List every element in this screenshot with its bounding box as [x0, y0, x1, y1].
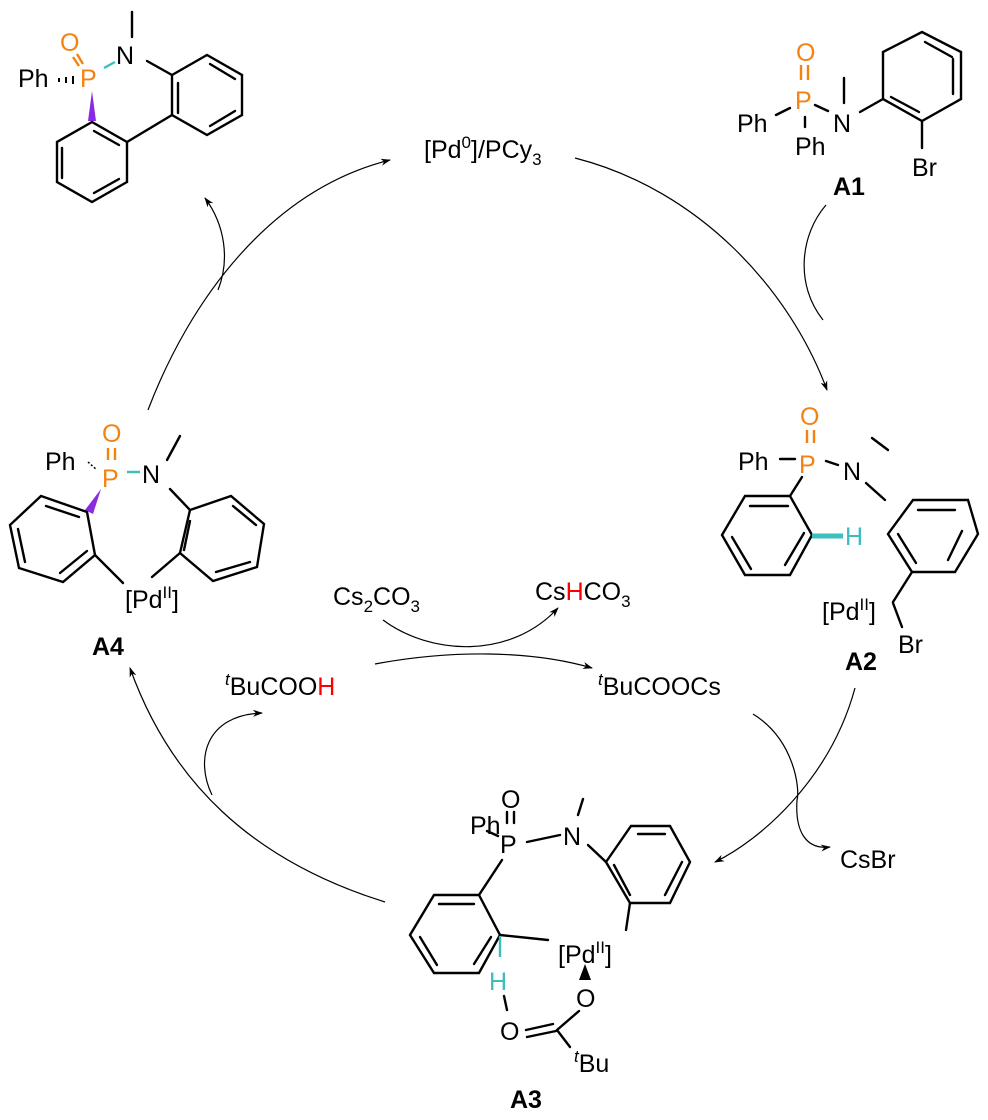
a4-o-label: O	[102, 420, 121, 448]
benzene-ring	[886, 498, 980, 574]
a4-n-label: N	[142, 461, 160, 489]
wedge-bond	[85, 489, 101, 514]
tbucooh-to-tbucoocs-arrow	[374, 653, 593, 669]
a3-tbu-label: tBu	[574, 1047, 609, 1078]
cs2co3-to-cshco3-arrow	[382, 607, 559, 648]
a1-structure: O P Ph Ph N Br A1	[737, 30, 963, 201]
cs2co3-label: Cs2CO3	[333, 583, 420, 616]
a2-p-label: P	[799, 451, 816, 479]
a2-o-label: O	[800, 403, 819, 431]
benzene-ring	[170, 53, 244, 137]
product-structure: Ph P O N	[18, 10, 244, 204]
cshco3-label: CsHCO3	[535, 578, 631, 611]
benzene-ring	[408, 893, 502, 975]
a3-h-label: H	[489, 968, 507, 996]
pn-highlight-bond	[103, 60, 116, 70]
a1-compound-label: A1	[833, 173, 865, 201]
a1-ph2-label: Ph	[795, 133, 826, 161]
benzene-ring	[55, 120, 129, 204]
csbr-release-arrow	[752, 713, 831, 852]
a1-br-label: Br	[912, 154, 937, 182]
cycle-arrow-to-a2	[574, 157, 828, 391]
a3-pd-label: [PdII]	[558, 938, 612, 969]
benzene-ring	[720, 494, 814, 577]
a1-n-label: N	[833, 110, 851, 138]
po-double-bond	[75, 53, 85, 65]
a4-pd-label: [PdII]	[125, 583, 179, 614]
a2-n-label: N	[843, 458, 861, 486]
a2-pd-label: [PdII]	[822, 595, 876, 626]
a1-ph1-label: Ph	[737, 110, 768, 138]
a4-structure: O P Ph N [PdII] A4	[8, 420, 266, 661]
a3-structure: O Ph P N H [PdII] O O	[408, 786, 692, 1114]
benzene-ring	[881, 30, 963, 123]
catalyst-label: [Pd0]/PCy3	[424, 133, 542, 169]
hashed-bond	[87, 461, 98, 471]
a4-compound-label: A4	[92, 633, 124, 661]
a4-p-label: P	[102, 465, 119, 493]
a3-o-label: O	[501, 786, 520, 814]
a2-ph-label: Ph	[738, 448, 769, 476]
benzene-ring	[604, 824, 692, 905]
wedge-bond	[88, 91, 96, 121]
product-n-label: N	[116, 42, 134, 70]
cycle-arrow-to-a4	[129, 667, 386, 903]
a1-p-label: P	[795, 87, 812, 115]
a3-n-label: N	[563, 823, 581, 851]
a3-compound-label: A3	[510, 1086, 542, 1114]
a2-compound-label: A2	[845, 648, 877, 676]
tbucooh-release-arrow	[204, 709, 263, 796]
csbr-label: CsBr	[840, 846, 896, 874]
a1-o-label: O	[796, 39, 815, 67]
tbucooh-label: tBuCOOH	[225, 670, 335, 701]
benzene-ring	[178, 494, 266, 583]
a3-o2-label: O	[576, 985, 595, 1013]
hashed-bond	[58, 76, 74, 84]
cycle-arrow-to-catalyst	[147, 158, 391, 411]
product-release-arrow	[204, 197, 226, 291]
a1-entry-arrow	[803, 204, 827, 321]
product-p-label: P	[80, 65, 97, 93]
product-ph-label: Ph	[18, 65, 49, 93]
a3-o3-label: O	[500, 1018, 519, 1046]
wedge-bond	[579, 964, 591, 980]
a2-structure: O P Ph N H [PdII] Br A2	[720, 403, 980, 676]
a4-ph-label: Ph	[45, 448, 76, 476]
tbucoocs-label: tBuCOOCs	[598, 670, 721, 701]
cycle-arrow-to-a3	[714, 687, 856, 863]
a2-br-label: Br	[898, 631, 923, 659]
a2-h-label: H	[845, 523, 863, 551]
a3-p-label: P	[500, 831, 517, 859]
product-o-label: O	[60, 29, 79, 57]
